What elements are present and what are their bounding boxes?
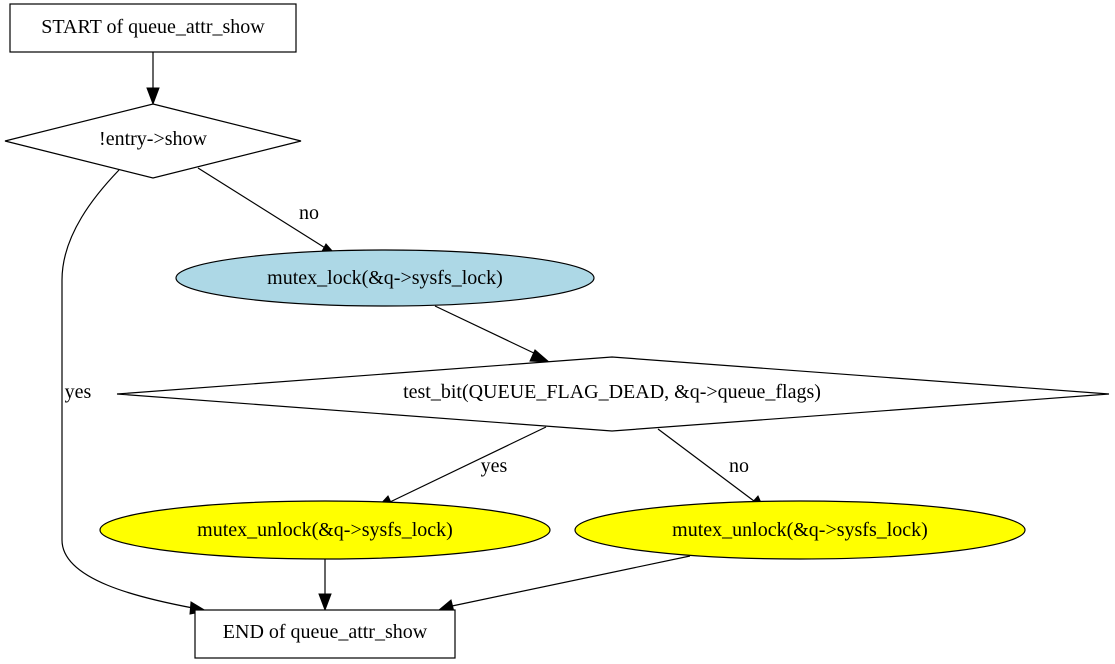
- check-show-label: !entry->show: [99, 128, 207, 150]
- unlock-alive-ellipse: [574, 500, 1026, 560]
- edge-label-yes: yes: [481, 455, 508, 477]
- edge-test-to-unlock-alive: no: [657, 428, 766, 514]
- check-show-decision: !entry->show: [4, 103, 302, 179]
- edge-unlock-dead-to-end: [318, 559, 332, 612]
- edge-label-no: no: [299, 202, 319, 224]
- edge-test-to-unlock-dead: yes: [374, 426, 547, 510]
- unlock-alive-label: mutex_unlock(&q->sysfs_lock): [672, 519, 928, 541]
- mutex-lock-node: mutex_lock(&q->sysfs_lock): [175, 249, 595, 307]
- start-node-label: START of queue_attr_show: [41, 16, 265, 38]
- edge-label-no: no: [729, 455, 749, 477]
- check-show-diamond: [4, 103, 302, 179]
- arrowhead: [146, 87, 160, 106]
- edge-lock-to-test: [434, 305, 551, 363]
- mutex-lock-ellipse: [175, 249, 595, 307]
- end-node-box: [194, 609, 456, 659]
- unlock-dead-node: mutex_unlock(&q->sysfs_lock): [99, 500, 551, 560]
- edge-start-to-check: [146, 52, 160, 106]
- test-dead-decision: test_bit(QUEUE_FLAG_DEAD, &q->queue_flag…: [116, 356, 1110, 432]
- edge-unlock-alive-to-end: [437, 555, 691, 613]
- unlock-dead-label: mutex_unlock(&q->sysfs_lock): [197, 519, 453, 541]
- test-dead-diamond: [116, 356, 1110, 432]
- edge-label-yes: yes: [65, 381, 92, 403]
- unlock-alive-node: mutex_unlock(&q->sysfs_lock): [574, 500, 1026, 560]
- start-node-box: [9, 3, 297, 53]
- start-node: START of queue_attr_show: [9, 3, 297, 53]
- end-node: END of queue_attr_show: [194, 609, 456, 659]
- arrowhead: [529, 349, 551, 363]
- edge-check-to-lock: no: [197, 167, 343, 262]
- end-node-label: END of queue_attr_show: [223, 621, 428, 643]
- arrowhead: [318, 593, 332, 612]
- mutex-lock-label: mutex_lock(&q->sysfs_lock): [267, 267, 503, 289]
- test-dead-label: test_bit(QUEUE_FLAG_DEAD, &q->queue_flag…: [403, 381, 821, 403]
